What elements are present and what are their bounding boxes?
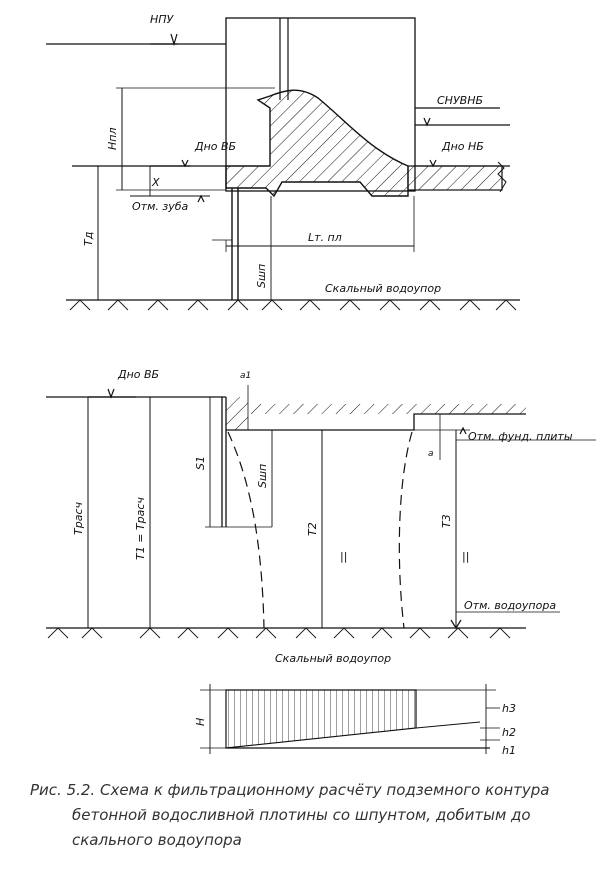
pier-outline	[225, 17, 416, 192]
figure-caption: Рис. 5.2. Схема к фильтрационному расчёт…	[30, 778, 590, 853]
s1-label: S1	[194, 456, 207, 470]
dno-nb-label: Дно НБ	[441, 140, 484, 153]
otm-zuba-label: Отм. зуба	[132, 200, 189, 213]
boundary-curve-right	[398, 431, 413, 629]
x-label: X	[151, 176, 160, 189]
td-label: Tд	[82, 232, 95, 246]
dno-vb-label-2: Дно ВБ	[117, 368, 159, 381]
figure-3-pressure-diagram	[200, 684, 500, 754]
snuvnb-label: СНУВНБ	[437, 94, 483, 107]
figure-2-filtration-scheme	[46, 385, 596, 639]
figure-1-dam-section	[46, 17, 520, 311]
npu-level-marker	[170, 33, 178, 47]
h-label: H	[194, 718, 207, 726]
sshp-label-2: Sшп	[256, 464, 269, 488]
rock-label-1: Скальный водоупор	[325, 282, 441, 295]
spillway-body	[225, 89, 409, 198]
sshp-label-1: Sшп	[255, 264, 268, 288]
otm-zuba-marker	[197, 194, 205, 203]
dno-vb-marker	[181, 159, 189, 168]
a-label: a	[428, 449, 434, 459]
otm-fund-marker	[459, 426, 467, 435]
h2-label: h2	[502, 726, 516, 739]
boundary-curve-left	[227, 431, 265, 629]
t2-label: T2	[306, 522, 319, 536]
rock-hatch	[69, 299, 517, 311]
t3-label: T3	[440, 514, 453, 528]
snuvnb-marker	[423, 117, 431, 127]
a1-label: a1	[240, 371, 251, 381]
caption-line-3: скального водоупора	[72, 831, 242, 849]
downstream-apron	[407, 165, 503, 191]
rock-label-2: Скальный водоупор	[275, 652, 391, 665]
dno-vb-marker-2	[107, 388, 115, 399]
otm-fund-label: Отм. фунд. плиты	[468, 430, 573, 443]
npu-label: НПУ	[150, 13, 175, 26]
t1-label: T1 = Tрасч	[134, 497, 147, 560]
zone-mark-right: ||	[462, 550, 469, 563]
h1-label: h1	[502, 744, 516, 757]
h3-label: h3	[502, 702, 516, 715]
t-rasch-label: Tрасч	[72, 502, 85, 535]
zone-mark-left: ||	[340, 550, 347, 563]
caption-line-2: бетонной водосливной плотины со шпунтом,…	[72, 806, 531, 824]
hpl-label: Hпл	[106, 128, 119, 151]
caption-line-1: Рис. 5.2. Схема к фильтрационному расчёт…	[30, 781, 550, 799]
lt-pl-label: Lт. пл	[308, 231, 342, 244]
pressure-epure	[225, 689, 417, 749]
dno-nb-marker	[429, 159, 437, 168]
dno-vb-label: Дно ВБ	[194, 140, 236, 153]
rock-hatch-2	[47, 627, 511, 639]
otm-vodoupora-label: Отм. водоупора	[464, 599, 556, 612]
